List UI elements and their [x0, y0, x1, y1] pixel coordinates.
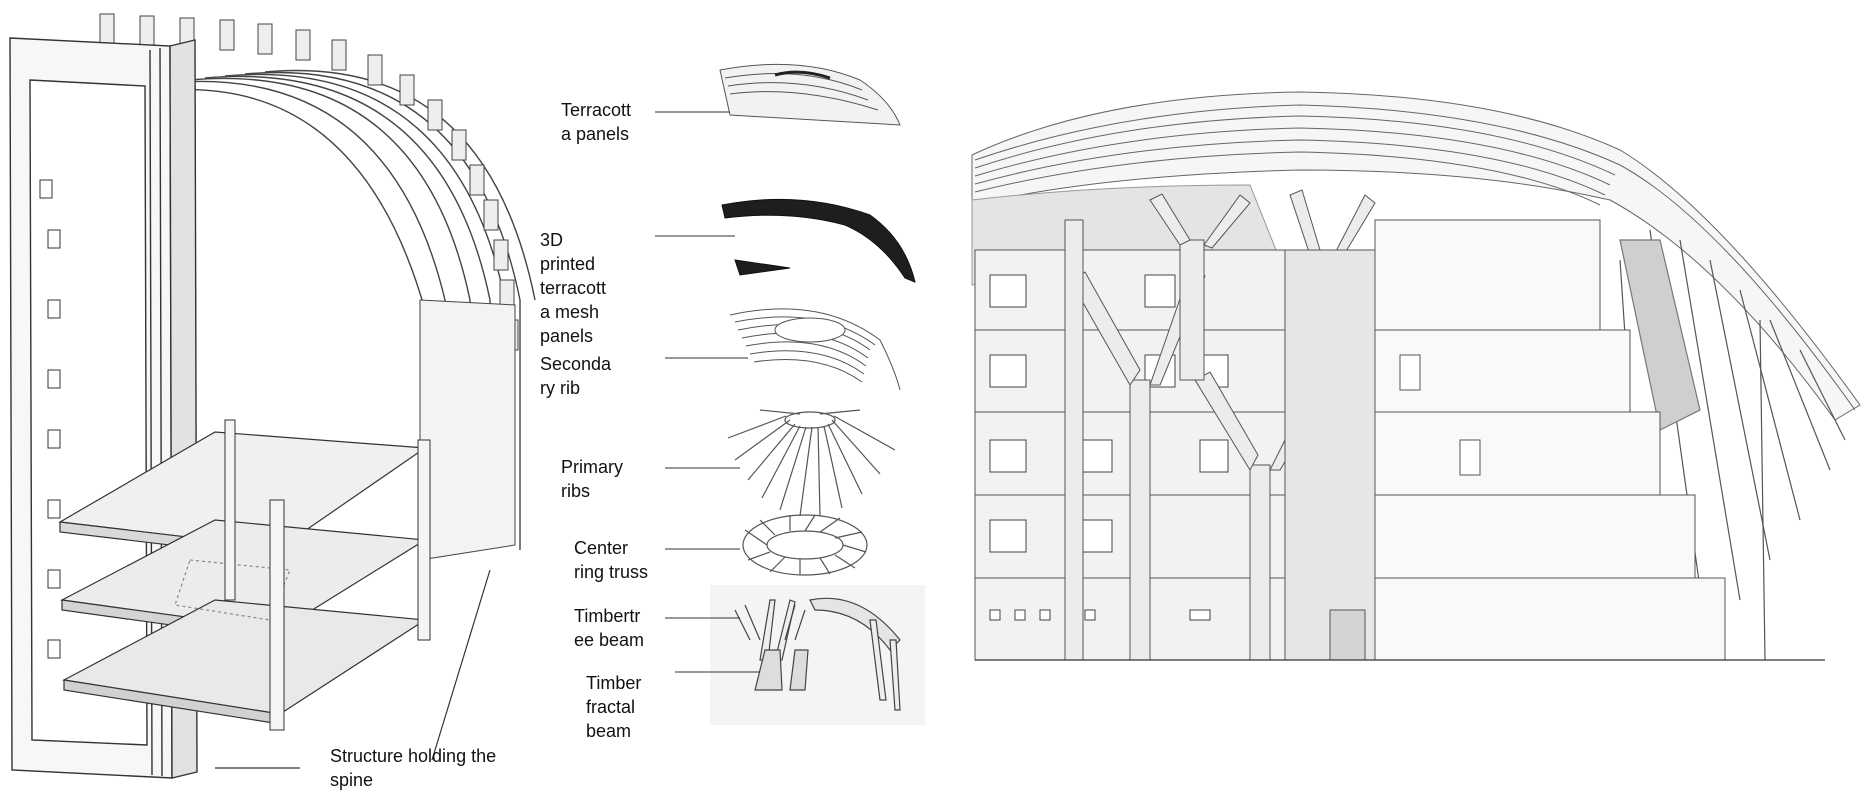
label-timbertree-beam: Timbertr ee beam [574, 606, 645, 650]
label-secondary-rib: Seconda ry rib [540, 354, 612, 398]
core [1284, 249, 1376, 661]
label-center-ring-truss: Center ring truss [574, 538, 649, 582]
printed-mesh-drawing [721, 198, 916, 283]
back-wall [419, 299, 516, 561]
label-structure-holding-spine: Structure holding the spine [330, 746, 497, 790]
label-primary-ribs: Primary ribs [561, 457, 623, 501]
windows [989, 274, 1229, 621]
layer-leaders [655, 111, 760, 673]
label-printed-mesh-panels: 3D printed terracott a mesh panels [540, 230, 607, 346]
primary-ribs-drawing [727, 409, 896, 517]
label-timber-fractal-beam: Timber fractal beam [586, 673, 642, 741]
left-building [974, 249, 1286, 661]
label-terracotta-panels: Terracott a panels [561, 100, 632, 144]
canopy-slats [1619, 229, 1846, 661]
arch-teeth [99, 13, 519, 351]
secondary-rib-drawing [729, 308, 901, 391]
tree-columns [1064, 189, 1376, 661]
right-building [1374, 219, 1726, 661]
center-ring-truss-drawing [742, 514, 868, 576]
timber-beam-drawing [710, 585, 925, 725]
frame-notches [39, 179, 61, 659]
canopy [971, 91, 1861, 421]
spine-module-drawing [9, 13, 536, 779]
spine-leader-2 [431, 569, 491, 761]
shelf-posts [224, 419, 431, 731]
terracotta-panels-drawing [719, 63, 901, 126]
